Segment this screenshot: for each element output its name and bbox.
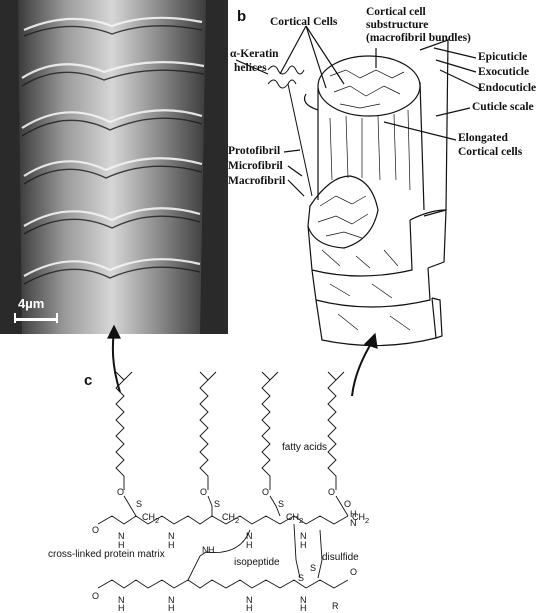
atom-h: H xyxy=(168,603,175,613)
atom-n: N xyxy=(246,531,253,541)
atom-s: S xyxy=(136,499,143,509)
label-substructure-1: Cortical cell xyxy=(366,6,426,18)
label-macrofibril: Macrofibril xyxy=(228,175,286,187)
atom-h: H xyxy=(350,509,357,519)
label-fatty-acids: fatty acids xyxy=(282,442,328,453)
atom-o: O xyxy=(200,487,208,497)
panel-label-b: b xyxy=(237,8,247,25)
atom-h: H xyxy=(246,540,253,550)
label-elongated-1: Elongated xyxy=(458,132,508,144)
atom-n: N xyxy=(118,531,125,541)
atom-n: N xyxy=(246,595,253,605)
atom-n: N xyxy=(350,518,357,528)
label-substructure-2: substructure xyxy=(366,19,429,31)
atom-s: S xyxy=(278,499,285,509)
label-exocuticle: Exocuticle xyxy=(478,66,530,78)
atom-h: H xyxy=(168,540,175,550)
label-disulfide: disulfide xyxy=(322,552,359,563)
label-substructure-3: (macrofibril bundles) xyxy=(366,32,471,44)
label-elongated-2: Cortical cells xyxy=(458,146,523,158)
atom-n: N xyxy=(300,595,307,605)
label-epicuticle: Epicuticle xyxy=(478,51,528,63)
atom-h: H xyxy=(208,545,215,555)
atom-h: H xyxy=(118,603,125,613)
atom-s: S xyxy=(214,499,221,509)
atom-h: H xyxy=(300,540,307,550)
label-protein-matrix: cross-linked protein matrix xyxy=(48,549,165,560)
atom-ch2: CH2 xyxy=(286,512,304,525)
atom-o: O xyxy=(328,487,336,497)
atom-h: H xyxy=(118,540,125,550)
atom-o: O xyxy=(92,591,100,601)
panel-label-c: c xyxy=(84,372,93,389)
atom-o: O xyxy=(92,525,100,535)
scale-bar-label: 4µm xyxy=(18,296,45,311)
atom-o: O xyxy=(344,499,352,509)
atom-ch2: CH2 xyxy=(352,512,370,525)
atom-s: S xyxy=(310,563,317,573)
atom-s: S xyxy=(298,573,305,583)
hair-micrograph: 4µm xyxy=(0,0,228,334)
atom-h: H xyxy=(300,603,307,613)
atom-o: O xyxy=(350,567,358,577)
label-microfibril: Microfibril xyxy=(228,160,283,172)
atom-r: R xyxy=(332,601,339,611)
label-endocuticle: Endocuticle xyxy=(478,82,537,94)
atom-ch2: CH2 xyxy=(142,512,160,525)
atom-n: N xyxy=(168,531,175,541)
micrograph-drawing xyxy=(0,0,228,334)
label-isopeptide: isopeptide xyxy=(234,557,280,568)
atom-ch2: CH2 xyxy=(222,512,240,525)
atom-n: N xyxy=(300,531,307,541)
label-keratin-1: α-Keratin xyxy=(230,48,279,60)
atom-o: O xyxy=(262,487,270,497)
atom-n: N xyxy=(168,595,175,605)
atom-n: N xyxy=(202,545,209,555)
atom-n: N xyxy=(118,595,125,605)
label-keratin-2: helices xyxy=(234,62,267,74)
label-protofibril: Protofibril xyxy=(228,145,281,157)
label-cuticle-scale: Cuticle scale xyxy=(472,101,534,113)
atom-o: O xyxy=(117,487,125,497)
atom-h: H xyxy=(246,603,253,613)
label-cortical-cells: Cortical Cells xyxy=(270,16,338,28)
